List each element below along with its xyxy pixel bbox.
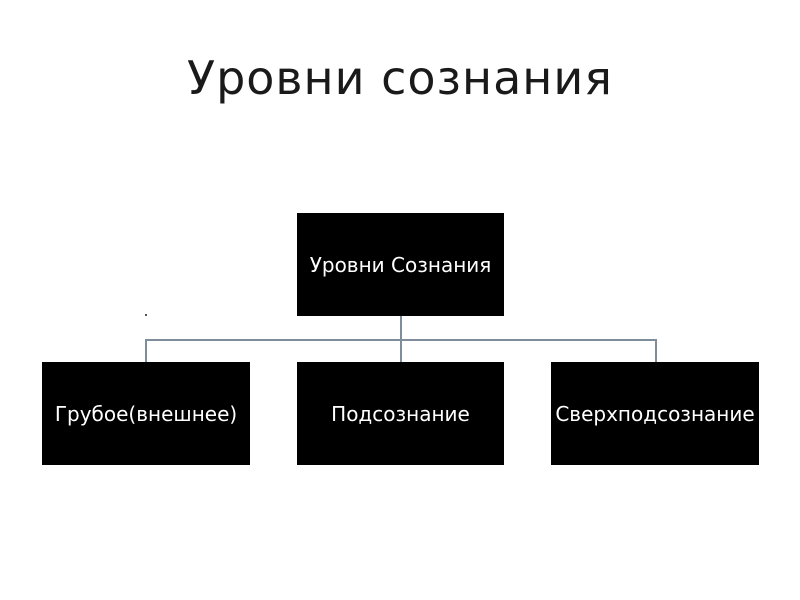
node-root-label: Уровни Сознания <box>309 252 492 277</box>
node-child-superconscious-label: Сверхподсознание <box>555 401 755 426</box>
slide-title: Уровни сознания <box>187 51 613 105</box>
node-child-gross: Грубое(внешнее) <box>42 362 250 465</box>
node-child-superconscious: Сверхподсознание <box>551 362 759 465</box>
node-child-gross-label: Грубое(внешнее) <box>54 401 238 426</box>
node-child-subconscious-label: Подсознание <box>331 401 470 426</box>
stray-dot <box>145 314 147 316</box>
node-root: Уровни Сознания <box>297 213 504 316</box>
node-child-subconscious: Подсознание <box>297 362 504 465</box>
